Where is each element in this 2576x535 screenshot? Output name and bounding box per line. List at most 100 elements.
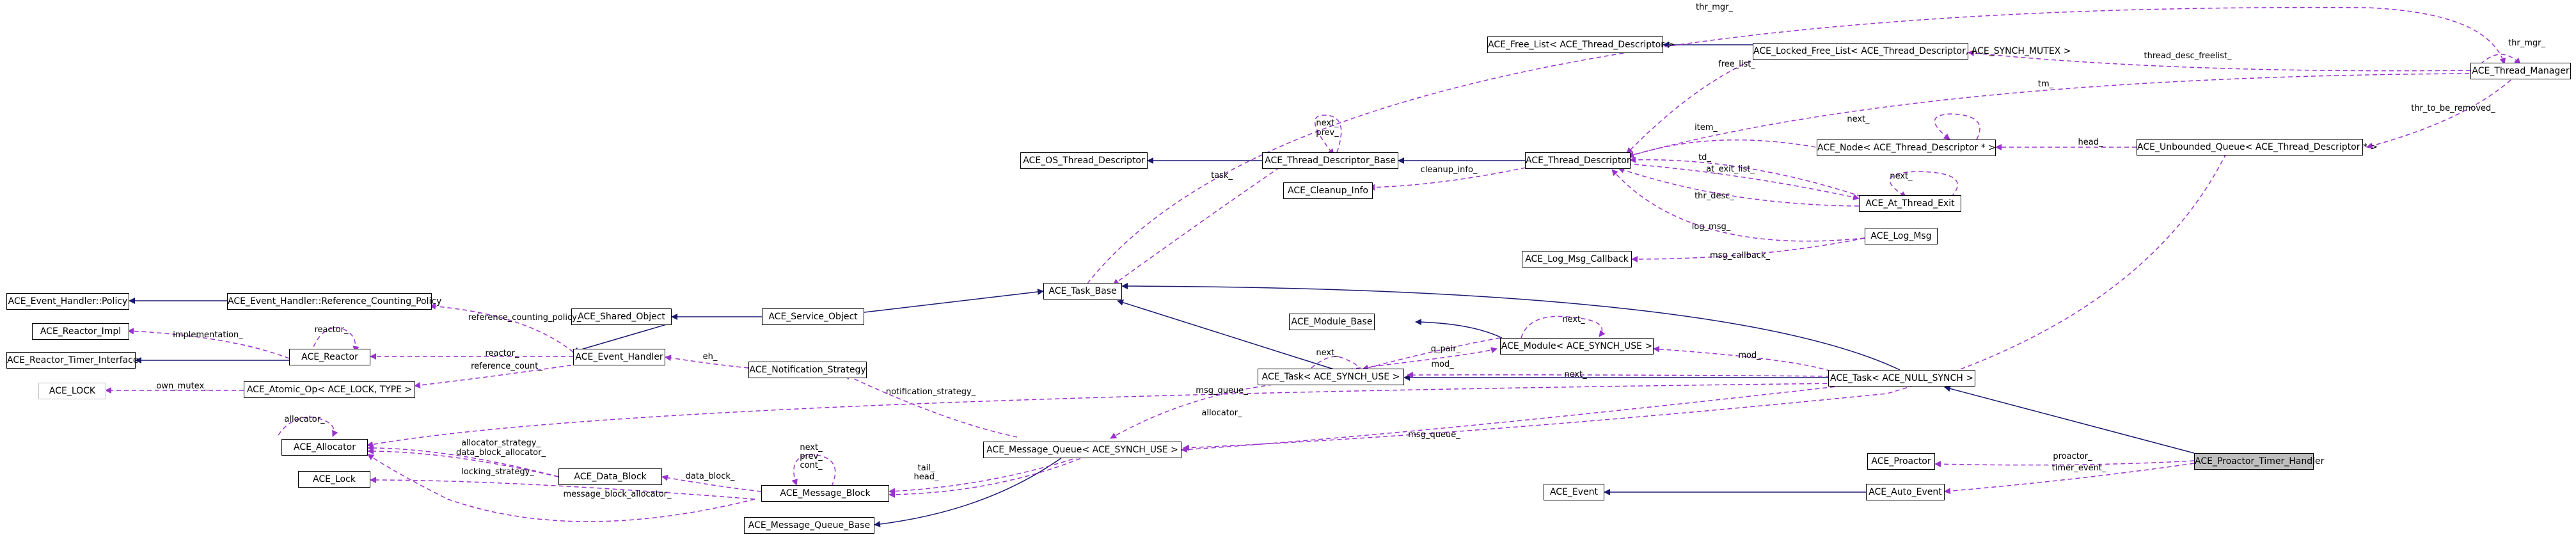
node-os-thread-descriptor[interactable]: ACE_OS_Thread_Descriptor [1020,152,1148,169]
edge-label-next-tdb: next_ [1316,118,1339,128]
node-auto-event[interactable]: ACE_Auto_Event [1866,484,1945,500]
node-task-synch-use[interactable]: ACE_Task< ACE_SYNCH_USE > [1258,369,1404,385]
edge-label-td: td_ [1698,153,1711,163]
node-message-queue-base[interactable]: ACE_Message_Queue_Base [744,517,874,534]
edge-msg-queue [1110,384,1274,439]
edge-allocator-self [278,417,338,437]
node-module-base[interactable]: ACE_Module_Base [1289,314,1375,330]
edge-eh [665,355,749,369]
edge-data-block [661,474,762,492]
edge-label-message-block-allocator: message_block_allocator_ [563,490,672,499]
edge-label-cont-mb: cont_ [800,461,823,470]
edge-label-thr-desc: thr_desc_ [1695,191,1734,201]
edge-label-msg-queue-null: msg_queue_ [1408,430,1460,440]
edge-allocator-strategy [367,445,559,477]
node-atomic-op[interactable]: ACE_Atomic_Op< ACE_LOCK, TYPE > [244,381,415,398]
edge-msg-callback [1631,237,1865,262]
node-event-handler-policy[interactable]: ACE_Event_Handler::Policy [6,293,129,310]
node-reactor-timer-interface[interactable]: ACE_Reactor_Timer_Interface [6,352,138,369]
edge-next-mb [791,454,836,487]
edge-label-mod-null: mod_ [1738,351,1761,360]
edge-timer-event [1944,463,2195,495]
edge-label-thr-mgr-top: thr_mgr_ [1696,3,1733,12]
edge-head-mq [889,455,1088,498]
edge-message-block-allocator [367,454,755,522]
edge-label-timer-event: timer_event_ [2051,463,2106,473]
node-task-base[interactable]: ACE_Task_Base [1043,283,1122,299]
node-reactor-impl[interactable]: ACE_Reactor_Impl [32,323,129,340]
node-lock[interactable]: ACE_Lock [298,471,370,488]
node-notification-strategy[interactable]: ACE_Notification_Strategy [748,362,867,378]
node-unbounded-queue[interactable]: ACE_Unbounded_Queue< ACE_Thread_Descript… [2137,139,2378,156]
edge-label-allocator-mq: allocator_ [1201,408,1242,418]
node-service-object[interactable]: ACE_Service_Object [762,308,864,325]
edge-label-reactor-self: reactor_ [314,325,349,335]
edge-messagequeue-to-base [874,457,1063,527]
edge-label-proactor: proactor_ [2053,452,2092,461]
edge-cleanup-info [1368,167,1526,191]
edge-label-next-task: next_ [1316,348,1339,358]
node-message-block[interactable]: ACE_Message_Block [761,485,889,502]
node-event-handler[interactable]: ACE_Event_Handler [573,349,665,365]
node-event-handler-rcp[interactable]: ACE_Event_Handler::Reference_Counting_Po… [227,293,441,310]
edge-msg-queue-null [1181,385,1843,453]
edge-eventhandler-to-serviceobject [572,324,667,354]
node-proactor[interactable]: ACE_Proactor [1867,453,1935,470]
node-task-null-synch[interactable]: ACE_Task< ACE_NULL_SYNCH > [1828,370,1975,387]
edge-label-next-mb: next_ [800,443,823,452]
edge-label-reactor: reactor_ [485,349,519,358]
edge-serviceobject-to-taskbase [864,289,1044,313]
edge-thr-desc [1618,167,1860,207]
node-thread-descriptor[interactable]: ACE_Thread_Descriptor [1525,152,1631,169]
edge-tasksynch-to-taskbase [1117,299,1347,374]
node-proactor-timer-handler[interactable]: ACE_Proactor_Timer_Handler [2194,453,2324,470]
edge-label-q-pair: q_pair_ [1430,344,1461,354]
node-data-block[interactable]: ACE_Data_Block [558,468,662,485]
edge-unbounded-to-mq [1183,153,2227,451]
edge-label-allocator-self: allocator_ [284,415,325,424]
edge-locking-strategy [370,477,755,500]
node-thread-manager[interactable]: ACE_Thread_Manager [2470,63,2571,79]
node-node-thread-descriptor[interactable]: ACE_Node< ACE_Thread_Descriptor * > [1817,140,1996,156]
edge-module-to-modulebase [1415,319,1503,339]
edge-label-item: item_ [1695,123,1718,132]
edge-item [1627,140,1824,158]
node-module[interactable]: ACE_Module< ACE_SYNCH_USE > [1500,338,1654,355]
node-locked-free-list[interactable]: ACE_Locked_Free_List< ACE_Thread_Descrip… [1753,43,2071,60]
edge-label-log-msg: log_msg_ [1691,222,1731,232]
node-cleanup-info[interactable]: ACE_Cleanup_Info [1283,182,1373,199]
edge-label-next-module: next_ [1562,315,1585,324]
edge-reference-counting-policy [429,303,574,353]
edge-label-prev-mb: prev_ [800,452,823,461]
node-ace-lock-gray[interactable]: ACE_LOCK [38,383,106,399]
edge-task [1112,167,1280,285]
node-event[interactable]: ACE_Event [1544,484,1604,500]
edge-label-head-mq: head_ [913,472,939,482]
node-at-thread-exit[interactable]: ACE_At_Thread_Exit [1859,195,1961,212]
node-shared-object[interactable]: ACE_Shared_Object [571,308,672,325]
edge-label-tail: tail_ [917,463,935,473]
edge-thread-desc-freelist [1968,49,2471,72]
edge-label-at-exit-list: at_exit_list_ [1706,164,1755,174]
edge-label-thread-desc-freelist: thread_desc_freelist_ [2144,51,2232,61]
edge-allocator-mq [367,383,1843,448]
node-reactor[interactable]: ACE_Reactor [289,349,370,365]
edge-label-data-block: data_block_ [685,472,735,481]
edge-label-prev-tdb: prev_ [1316,128,1339,138]
node-free-list[interactable]: ACE_Free_List< ACE_Thread_Descriptor > [1487,36,1675,53]
node-log-msg-callback[interactable]: ACE_Log_Msg_Callback [1522,251,1632,268]
node-message-queue[interactable]: ACE_Message_Queue< ACE_SYNCH_USE > [983,442,1181,458]
edge-free-list [1626,52,1773,154]
edge-next-module [1521,315,1606,339]
node-allocator[interactable]: ACE_Allocator [281,439,368,456]
edge-td [1629,156,1862,197]
node-thread-descriptor-base[interactable]: ACE_Thread_Descriptor_Base [1262,152,1398,169]
node-log-msg[interactable]: ACE_Log_Msg [1865,228,1938,244]
edge-mod-task [1348,347,1497,370]
edge-tm [1627,73,2470,158]
edge-at-exit-list [1626,163,1860,200]
edge-label-own-mutex: own_mutex_ [156,381,209,391]
edge-notification-strategy [844,374,1018,438]
edge-thr-mgr-self [2480,54,2521,65]
